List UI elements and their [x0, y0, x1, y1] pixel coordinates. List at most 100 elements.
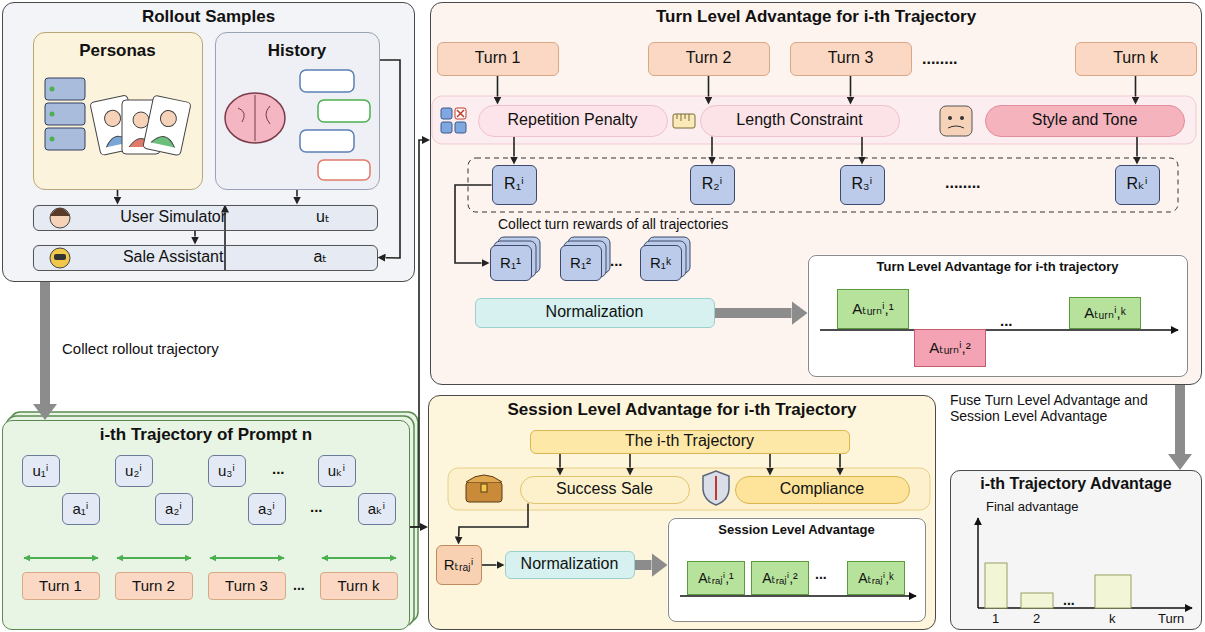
criteria-band [448, 468, 930, 510]
node-text: Aₜᵤᵣₙⁱ,² [929, 339, 971, 356]
panel-fill [428, 395, 936, 630]
turn-box: Turn 2 [648, 42, 770, 76]
node-text: Rₖⁱ [1126, 175, 1147, 193]
persona-cards [133, 112, 149, 128]
server-icon [45, 128, 85, 150]
grid-icon [455, 108, 466, 119]
turn-box: Turn k [1075, 42, 1197, 76]
chest-icon [481, 484, 487, 492]
grid-icon [455, 122, 466, 133]
advantage-bar: Aₜᵣₐⱼⁱ,ᵏ [847, 561, 905, 595]
node-text: Aₜᵣₐⱼⁱ,¹ [698, 570, 734, 586]
node-text: Length Constraint [736, 111, 862, 129]
message-box: uₖⁱ [318, 455, 356, 487]
grid-icon [441, 108, 466, 133]
label-slot: Final advantage [986, 500, 1079, 515]
turn-box: Turn k [320, 572, 398, 600]
connector [380, 60, 401, 258]
chest-icon [466, 475, 502, 502]
connector [380, 60, 401, 258]
turn-box: Turn 1 [437, 42, 559, 76]
node-text: R₃ⁱ [852, 175, 873, 193]
server-icon [45, 103, 85, 125]
advantage-bar: Aₜᵣₐⱼⁱ,¹ [687, 561, 745, 595]
node-text: u₁ⁱ [32, 462, 48, 479]
criterion-pill: Success Sale [520, 476, 690, 504]
message-box: u₃ⁱ [208, 455, 246, 487]
label-text: 2 [1033, 612, 1040, 627]
shield-icon [703, 471, 729, 505]
turn-box: Turn 1 [22, 572, 100, 600]
node-text: Normalization [521, 555, 619, 573]
dashed-group [468, 158, 1178, 212]
avatar-icon [50, 208, 70, 216]
node-text: Turn 2 [132, 577, 175, 594]
grid-icon [441, 122, 452, 133]
turn-box: Turn 2 [115, 572, 193, 600]
node-text: Session Level Advantage for i-th Traject… [429, 400, 935, 420]
connector [839, 454, 841, 468]
connector [117, 190, 119, 197]
panel-fill [2, 420, 410, 630]
flow-arrow [45, 282, 46, 404]
connector [514, 137, 515, 157]
reward-box: R₂ⁱ [690, 165, 735, 205]
panel: i-th Trajectory of Prompt nu₁ⁱa₁ⁱu₂ⁱa₂ⁱu… [2, 420, 410, 630]
shield-icon [703, 471, 729, 505]
label-slot: ... [272, 460, 285, 477]
connector [297, 190, 298, 197]
label-slot: ... [310, 498, 323, 515]
avatar-icon [50, 208, 70, 228]
label-slot: k [1109, 612, 1116, 627]
avatar-icon [54, 254, 66, 260]
flow-arrow [40, 282, 50, 404]
agent-bar: Sale Assistantaₜ [33, 245, 378, 271]
connector [482, 565, 497, 566]
connector [410, 526, 420, 528]
label-text: Collect turn rewards of all trajectories [498, 216, 728, 232]
label-text: Turn [1158, 612, 1184, 627]
flow-arrow [1180, 385, 1181, 454]
node-text: The i-th Trajectory [625, 432, 754, 450]
label-slot: 1 [992, 612, 999, 627]
face-icon [940, 106, 972, 136]
chat-bubbles [318, 160, 370, 180]
label-text: ... [610, 252, 623, 269]
persona-cards [143, 95, 191, 156]
brain-icon [225, 93, 285, 143]
turn-span-arrow [24, 557, 98, 559]
panel-fill [2, 2, 415, 282]
panel: Turn Level Advantage for i-th Trajectory… [430, 2, 1202, 385]
face-icon [948, 126, 964, 128]
node-text: Turn Level Advantage for i-th trajectory [809, 260, 1187, 275]
persona-cards [103, 109, 122, 128]
node-text: Aₜᵣₐⱼⁱ,ᵏ [858, 570, 894, 586]
label-text: ... [1063, 592, 1075, 608]
connector [459, 504, 528, 537]
node-text: i-th Trajectory of Prompt n [3, 425, 409, 445]
node-text: Turn k [338, 577, 380, 594]
label-text: ... [293, 577, 305, 593]
persona-cards [90, 95, 191, 156]
panel-fill [950, 470, 1202, 630]
connector [117, 190, 118, 197]
label-slot: Fuse Turn Level Advantage and Session Le… [950, 392, 1155, 424]
node-text: Rₜᵣₐⱼⁱ [444, 556, 474, 573]
node-text: Turn 3 [225, 577, 268, 594]
connector [708, 76, 710, 97]
panel-fill [215, 32, 380, 190]
brain-icon [238, 95, 270, 141]
connector [770, 454, 840, 468]
flow-arrow [715, 308, 792, 318]
node-text: Aₜᵤᵣₙⁱ,ᵏ [1084, 304, 1126, 321]
connector [712, 137, 713, 157]
node-text: Repetition Penalty [508, 111, 638, 129]
grid-icon [441, 108, 452, 119]
label-text: ... [1000, 312, 1013, 329]
turn-span-arrow [322, 557, 396, 559]
face-icon [940, 106, 972, 136]
label-slot: ... [1063, 592, 1075, 608]
connector [861, 137, 863, 157]
panel: Rollout SamplesPersonasHistoryUser Simul… [2, 2, 415, 282]
node-text: u₃ⁱ [218, 462, 235, 479]
